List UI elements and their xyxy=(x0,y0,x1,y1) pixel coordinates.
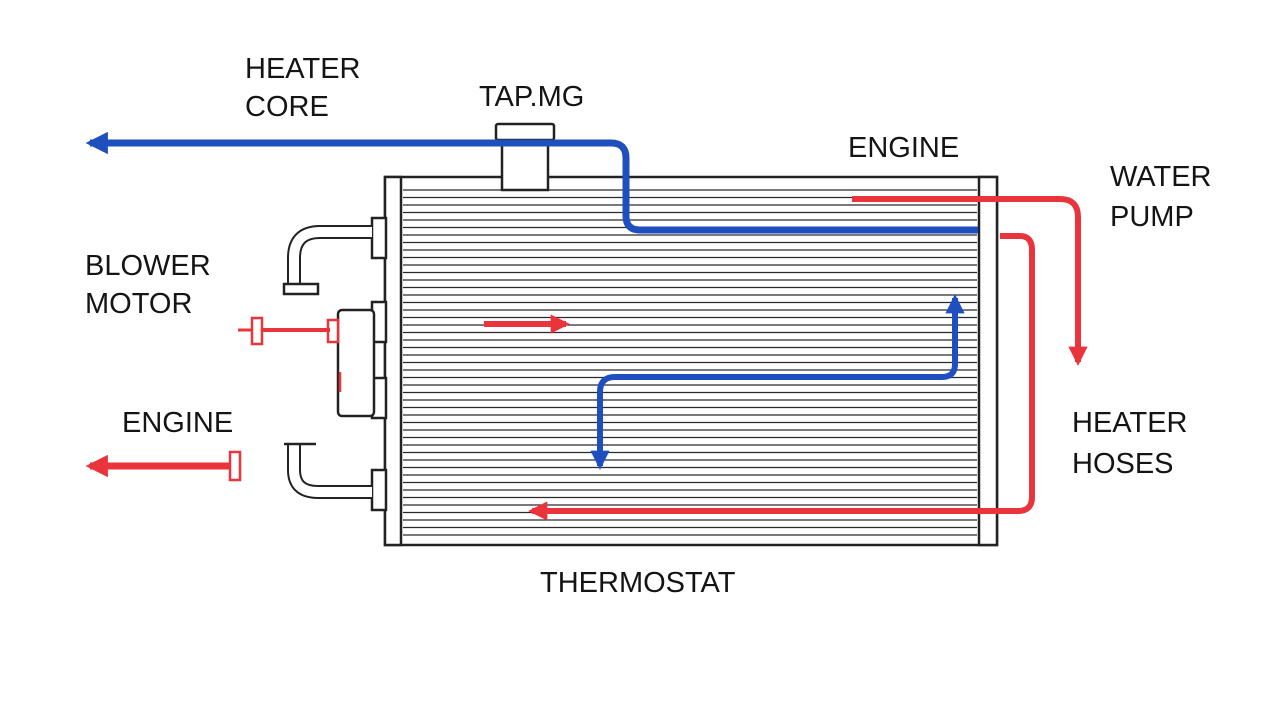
cooling-fins-icon xyxy=(403,189,977,536)
core-left-tank xyxy=(383,175,403,547)
blower-motor-housing xyxy=(336,308,376,418)
flow-lines xyxy=(85,131,1088,521)
label-heater-core-line2: CORE xyxy=(245,91,329,123)
label-engine-left: ENGINE xyxy=(122,407,233,439)
blower-motor-unit xyxy=(238,308,376,418)
label-engine-top: ENGINE xyxy=(848,132,959,164)
label-blower-motor-line2: MOTOR xyxy=(85,288,192,320)
filler-neck-cap xyxy=(494,122,556,142)
label-heater-core-line1: HEATER xyxy=(245,53,360,85)
cold-flow-center-loop xyxy=(597,294,965,463)
left-nozzle-1 xyxy=(370,216,388,260)
label-water-pump-line1: WATER xyxy=(1110,161,1212,193)
upper-elbow-pipe xyxy=(282,225,372,296)
label-water-pump-line2: PUMP xyxy=(1110,201,1194,233)
heater-core-body xyxy=(383,175,999,547)
label-blower-motor-line1: BLOWER xyxy=(85,250,211,282)
blower-stub-plug xyxy=(250,316,264,346)
core-right-tank xyxy=(977,175,999,547)
cold-flow-top-arrow xyxy=(85,131,978,234)
labels: HEATER CORE TAP.MG ENGINE WATER PUMP BLO… xyxy=(85,53,1212,599)
label-tapmg: TAP.MG xyxy=(479,81,584,113)
core-outer-frame xyxy=(383,175,999,547)
label-heater-hoses-line2: HOSES xyxy=(1072,448,1174,480)
lower-elbow-pipe xyxy=(284,442,372,499)
hot-flow-heater-hose-loop xyxy=(528,233,1035,521)
left-nozzle-4 xyxy=(370,468,388,512)
filler-neck xyxy=(494,122,556,192)
upper-elbow-pipe-end xyxy=(282,282,320,296)
hot-flow-water-pump-arrow xyxy=(852,196,1088,366)
label-thermostat: THERMOSTAT xyxy=(540,567,736,599)
engine-left-plug xyxy=(228,450,242,482)
label-heater-hoses-line1: HEATER xyxy=(1072,407,1187,439)
